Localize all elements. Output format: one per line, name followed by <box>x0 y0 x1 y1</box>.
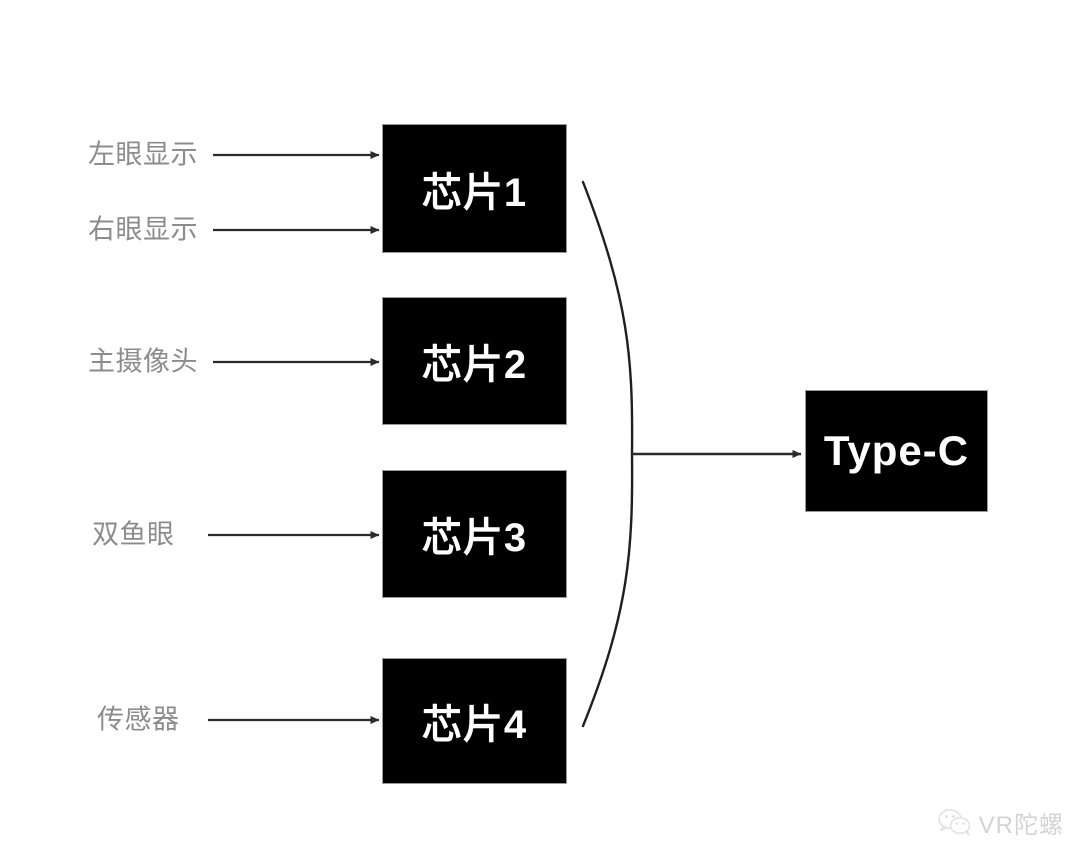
chip-box-3: 芯片3 <box>382 470 567 598</box>
chip-group-brace <box>581 180 634 728</box>
chip-box-4: 芯片4 <box>382 658 567 784</box>
watermark-text: VR陀螺 <box>978 812 1064 839</box>
chip-box-1: 芯片1 <box>382 124 567 253</box>
source-label-main-camera: 主摄像头 <box>88 346 198 377</box>
source-label-sensor: 传感器 <box>97 704 180 735</box>
output-box-type-c: Type-C <box>805 390 988 512</box>
source-label-left-eye-display: 左眼显示 <box>88 139 198 170</box>
watermark: VR陀螺 <box>937 805 1064 840</box>
source-label-right-eye-display: 右眼显示 <box>88 214 198 245</box>
chip-box-2: 芯片2 <box>382 297 567 425</box>
source-label-dual-fisheye: 双鱼眼 <box>92 519 175 550</box>
wechat-icon <box>937 809 970 836</box>
